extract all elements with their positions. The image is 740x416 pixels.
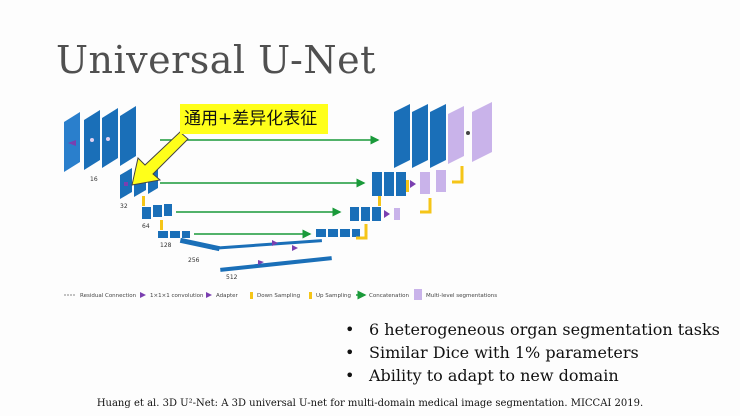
size-label-128: 128	[160, 242, 172, 249]
legend-adapter: Adapter	[216, 293, 239, 299]
size-label-64: 64	[142, 223, 150, 230]
legend-multi-level: Multi-level segmentations	[426, 293, 497, 299]
encoder-level-1: 16	[64, 106, 136, 183]
encoder-level-3: 64	[142, 204, 172, 230]
decoder-level-3	[350, 207, 400, 221]
level-5-connection	[212, 239, 323, 251]
size-label-16: 16	[90, 176, 98, 183]
size-label-256: 256	[188, 257, 200, 264]
encoder-level-4: 128	[158, 231, 190, 249]
callout-label: 通用+差异化表征	[180, 104, 328, 134]
legend-residual: Residual Connection	[80, 293, 137, 299]
bullet-list: 6 heterogeneous organ segmentation tasks…	[345, 318, 720, 387]
bullet-item: Ability to adapt to new domain	[345, 364, 720, 387]
size-label-512: 512	[226, 274, 238, 281]
bullet-item: 6 heterogeneous organ segmentation tasks	[345, 318, 720, 341]
legend-down-sampling: Down Sampling	[257, 293, 300, 299]
bottleneck-level: 512	[220, 256, 332, 281]
decoder-level-4	[316, 229, 360, 237]
legend-concatenation: Concatenation	[369, 293, 410, 299]
decoder-level-2	[372, 170, 446, 196]
diagram-legend: Residual Connection 1×1×1 convolution Ad…	[64, 289, 497, 300]
encoder-level-5: 256	[179, 237, 220, 264]
legend-up-sampling: Up Sampling	[316, 293, 351, 299]
citation: Huang et al. 3D U²-Net: A 3D universal U…	[96, 398, 644, 409]
bullet-item: Similar Dice with 1% parameters	[345, 341, 720, 364]
legend-conv: 1×1×1 convolution	[150, 293, 204, 299]
size-label-32: 32	[120, 203, 128, 210]
skip-connections	[160, 135, 380, 239]
up-sampling-arrows	[142, 166, 464, 240]
slide-title: Universal U-Net	[56, 38, 376, 82]
decoder-level-1	[394, 102, 492, 168]
callout-arrow	[131, 131, 189, 186]
